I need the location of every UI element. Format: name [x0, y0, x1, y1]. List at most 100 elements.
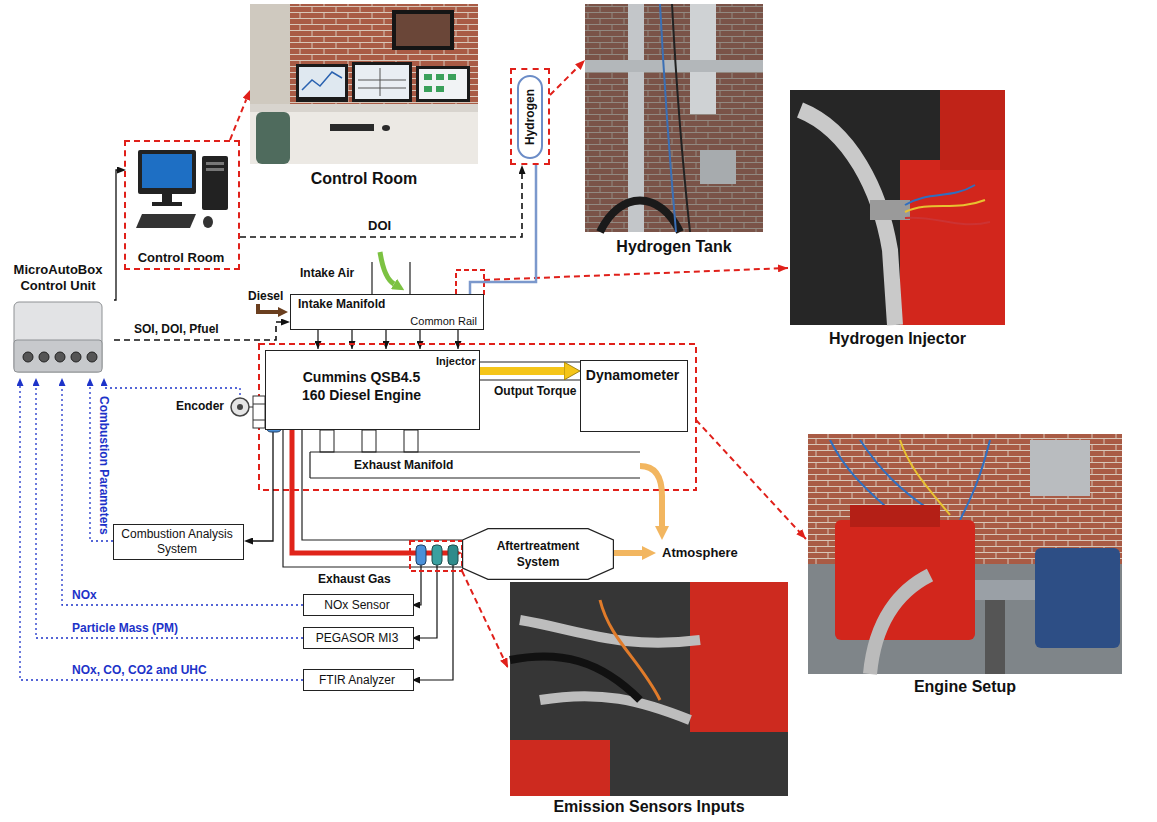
connector — [292, 430, 448, 553]
engine-setup-photo-part — [900, 440, 950, 515]
edge-label: DOI — [366, 219, 393, 233]
atmosphere-arrows — [614, 466, 662, 553]
photo-frame: Emission Sensors Inputs — [510, 582, 792, 818]
box-label: PEGASOR MI3 — [304, 631, 410, 645]
engine-setup-photo-part — [975, 580, 1035, 600]
edge-label: Particle Mass (PM) — [70, 621, 180, 635]
hydrogen-injector-photo-part — [905, 218, 990, 225]
computer-icon-part — [136, 214, 196, 228]
microautobox-device-part — [39, 352, 49, 362]
control-room-photo-part — [355, 65, 409, 99]
computer-icon-part — [162, 194, 172, 202]
connector — [90, 386, 113, 541]
edge-label: Exhaust Gas — [316, 572, 393, 586]
cylinder-label: Hydrogen — [523, 88, 537, 144]
engine-label: Cummins QSB4.5 160 Diesel Engine — [294, 368, 429, 404]
flywheel-encoder-part — [231, 398, 249, 416]
shaft-lines-part — [480, 362, 580, 380]
diesel-arrow-part — [258, 304, 278, 312]
exhaust-manifold-part — [404, 430, 418, 452]
edge-label: Output Torque — [492, 384, 578, 398]
hydrogen-tank-photo-part — [585, 4, 763, 232]
hydrogen-injector-photo-part — [905, 200, 985, 212]
control-room-photo-part — [352, 62, 412, 102]
hydrogen-tank-photo-part — [585, 60, 763, 72]
exhaust-manifold-part — [362, 430, 376, 452]
aftertreatment-outline — [463, 529, 614, 580]
control-room-photo-part — [436, 86, 444, 92]
hydrogen-injector-photo-part — [905, 185, 975, 205]
control-room-photo-part — [424, 86, 432, 92]
injector-lines — [318, 330, 458, 349]
sensor-box: NOx Sensor — [303, 594, 414, 616]
box-label: NOx Sensor — [304, 598, 410, 612]
aftertreatment-outline — [462, 528, 614, 580]
microautobox-device-part — [14, 302, 102, 372]
exhaust-manifold-part — [310, 452, 640, 478]
emission-sensor-probes-part — [410, 541, 462, 571]
photo-frame: Hydrogen Tank — [585, 4, 767, 260]
emission-sensor-probes-part — [448, 545, 458, 565]
control-room-photo-part — [250, 4, 478, 164]
photo-caption: Hydrogen Tank — [585, 238, 763, 256]
hydrogen-tank-photo-part — [672, 4, 690, 232]
photo-caption: Engine Setup — [808, 678, 1122, 696]
injector-lines-part — [419, 330, 420, 349]
emission-sensor-probes-part — [416, 545, 426, 565]
engine-setup-photo-part — [870, 575, 930, 674]
part-label: Exhaust Manifold — [352, 458, 455, 472]
computer-icon-part — [202, 156, 228, 210]
computer-icon-part — [142, 154, 192, 188]
hydrogen-injector-photo-part — [870, 200, 910, 220]
engine-callout — [259, 344, 806, 539]
emission-sensor-probes — [410, 541, 462, 571]
connector — [550, 67, 578, 95]
intake-duct-part — [380, 252, 394, 284]
encoder-node: Encoder — [176, 395, 252, 419]
emission-sensors-photo — [510, 582, 788, 796]
control-room-photo-part — [448, 74, 456, 80]
control-unit: MicroAutoBox Control Unit — [6, 262, 114, 378]
sensor-wires-part — [412, 565, 437, 638]
engine-callout-part — [696, 420, 806, 539]
flywheel-encoder-part — [237, 404, 243, 410]
emission-sensors-photo-part — [540, 696, 690, 720]
engine-setup-photo-part — [1030, 440, 1090, 496]
control-room-photo-part — [250, 112, 478, 164]
sensor-wires — [412, 565, 508, 680]
manifold-label: Intake Manifold — [298, 297, 385, 311]
computer-icon-part — [206, 168, 224, 171]
photo-frame: Control Room — [250, 4, 482, 194]
hydrogen-tank-photo — [585, 4, 763, 232]
encoder-label: Encoder — [176, 399, 224, 413]
part-label: Intake Air — [298, 266, 356, 280]
connector — [36, 386, 303, 638]
microautobox-device-part — [71, 352, 81, 362]
emission-sensors-photo-part — [510, 582, 788, 796]
control-room-photo — [250, 4, 478, 164]
control-room-photo-part — [396, 14, 450, 46]
hydrogen-injector-photo-part — [900, 160, 1005, 325]
control-room-photo-part — [392, 10, 454, 50]
sensor-box: FTIR Analyzer — [303, 669, 414, 691]
part-label: Injector — [434, 354, 478, 368]
exhaust-manifold-part — [320, 430, 334, 452]
sensor-box: PEGASOR MI3 — [303, 627, 414, 649]
hydrogen-injector-callout-part — [484, 268, 788, 280]
connector — [114, 322, 281, 340]
computer-icon-part — [138, 150, 196, 194]
intake-manifold-box: Intake ManifoldCommon Rail — [290, 294, 484, 330]
injector-lines-part — [317, 330, 318, 349]
hydrogen-cylinder-outline-part — [518, 76, 542, 158]
connector — [470, 165, 536, 294]
part-label: Atmosphere — [660, 546, 740, 560]
edge-label: Combustion Parameters — [97, 394, 111, 537]
emission-sensors-photo-part — [600, 600, 660, 700]
hydrogen-tank-photo-part — [600, 201, 680, 233]
engine-setup-photo-part — [850, 505, 940, 527]
photo-frame: Engine Setup — [808, 434, 1126, 700]
microautobox-device-part — [87, 352, 97, 362]
hydrogen-injector-photo-part — [940, 90, 1005, 170]
